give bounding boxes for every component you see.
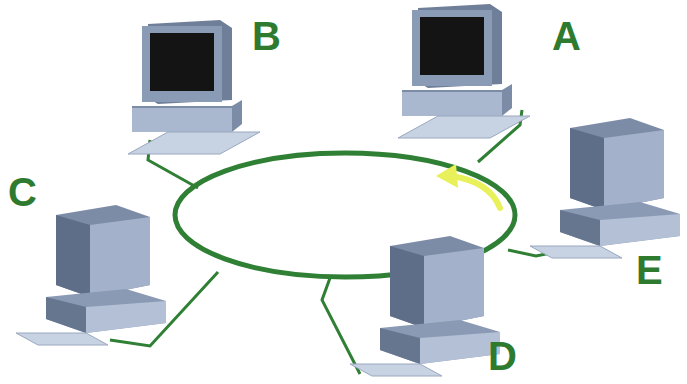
computer-a: [398, 4, 530, 138]
computer-d: [350, 236, 500, 376]
computer-e: [530, 118, 680, 258]
token-arrow: [436, 164, 500, 208]
computer-c: [16, 205, 166, 345]
computer-b: [128, 20, 260, 154]
computer-letter: D: [488, 336, 517, 376]
computer-letter: A: [552, 16, 581, 56]
computer-letter: C: [8, 172, 37, 212]
computer-letter: E: [636, 250, 663, 290]
computer-letter: B: [252, 16, 281, 56]
